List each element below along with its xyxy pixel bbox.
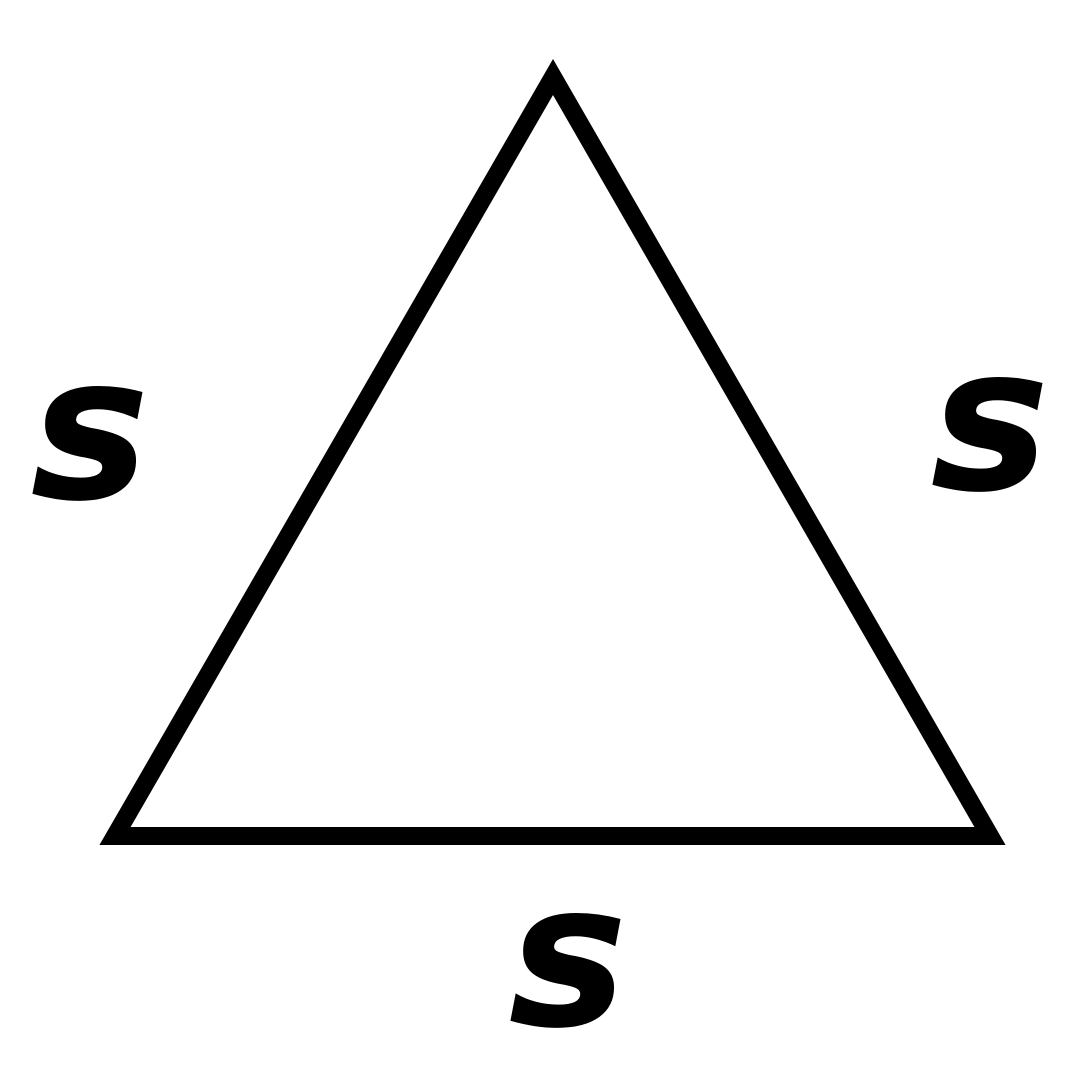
equilateral-triangle — [99, 58, 1006, 845]
right-side-label: s — [930, 304, 1049, 537]
bottom-side-label: s — [508, 840, 627, 1073]
left-side-label: s — [30, 313, 149, 546]
